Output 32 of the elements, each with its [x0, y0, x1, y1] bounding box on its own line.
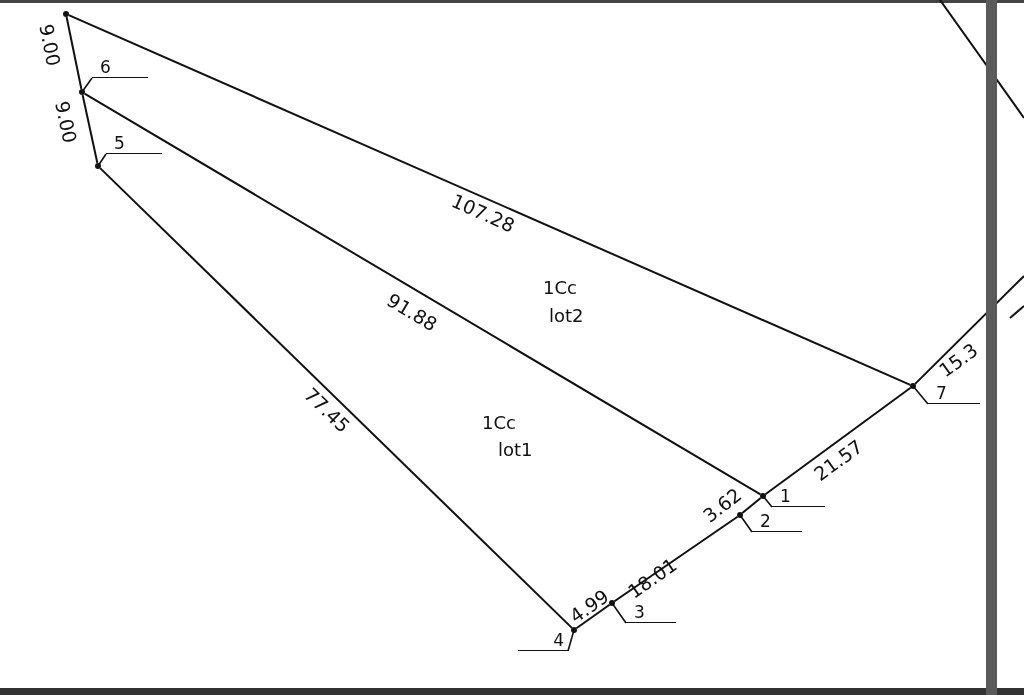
- point-number: 3: [626, 603, 676, 623]
- point-number: 7: [928, 384, 980, 404]
- point-number: 1: [772, 487, 825, 507]
- survey-point: [760, 493, 766, 499]
- boundary-line: [613, 515, 739, 603]
- boundary-line: [99, 167, 573, 629]
- point-number: 2: [752, 512, 802, 532]
- survey-point: [63, 11, 69, 17]
- boundary-line: [914, 275, 1024, 385]
- boundary-line: [741, 496, 762, 515]
- boundary-line: [764, 386, 912, 496]
- survey-point: [609, 600, 615, 606]
- distance-label: 9.00: [52, 99, 81, 145]
- survey-point: [79, 89, 85, 95]
- boundary-line: [67, 14, 912, 386]
- distance-label: 9.00: [36, 22, 64, 68]
- point-number: 4: [518, 631, 568, 651]
- lot-label: lot2: [549, 306, 584, 326]
- lot-label: 1Cc: [482, 413, 516, 433]
- lot-label: lot1: [498, 440, 533, 460]
- survey-point: [737, 512, 743, 518]
- point-number: 6: [92, 58, 148, 78]
- boundary-line: [81, 93, 99, 165]
- distance-label: 4.99: [566, 585, 613, 627]
- survey-point: [95, 163, 101, 169]
- lot-label: 1Cc: [543, 278, 577, 298]
- boundary-line: [65, 15, 83, 91]
- point-number: 5: [106, 134, 162, 154]
- survey-point: [910, 383, 916, 389]
- boundary-line: [575, 603, 611, 630]
- boundary-line: [83, 92, 762, 496]
- survey-point: [571, 627, 577, 633]
